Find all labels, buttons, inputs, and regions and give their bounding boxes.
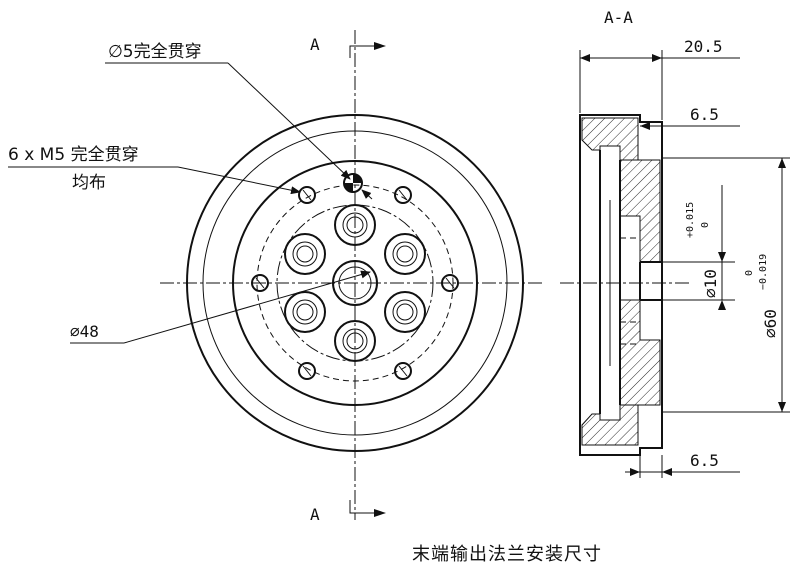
pcd-callout-text: ∅48 [70,322,99,341]
front-view: ∅5完全贯穿 6 x M5 完全贯穿 均布 ∅48 A A [8,30,545,524]
pcd-circle [256,184,454,382]
section-title: A-A [604,8,633,27]
m5-hole [334,320,376,362]
section-view: A-A 20.5 6.5 [560,8,790,478]
pcd-callout: ∅48 [70,270,371,344]
dim-outer: ∅60 0 −0.019 [662,157,790,413]
section-hatch-bottom [581,404,639,446]
section-marker-bottom: A [310,500,386,524]
dim-width-total-text: 20.5 [684,37,723,56]
center-bore-inner [338,266,372,300]
pin-hole-marker [343,173,363,193]
dim-bore: ∅10 +0.015 0 [662,185,735,310]
dim-bottom-step: 6.5 [625,451,740,478]
dim-bore-text: ∅10 [701,269,720,298]
inner-boss-circle [232,160,478,406]
m5-hole [384,233,426,275]
dim-top-step: 6.5 [640,105,740,130]
m5-hole [334,204,376,246]
section-label-top: A [310,35,320,54]
dim-width-total: 20.5 [579,37,740,120]
m5-hole [284,291,326,333]
pin-hole-callout: ∅5完全贯穿 [105,42,373,200]
section-hatch-mid-upper [619,159,661,263]
section-hatch-top [581,117,639,161]
drawing-caption: 末端输出法兰安装尺寸 [412,544,602,565]
section-marker-top: A [310,35,386,58]
dim-bottom-step-text: 6.5 [690,451,719,470]
dim-bore-tol-lower: 0 [700,222,711,228]
dim-outer-tol-lower: −0.019 [758,254,769,290]
pcd-hole-pattern [251,186,459,380]
dim-outer-tol-upper: 0 [744,270,755,276]
dim-top-step-text: 6.5 [690,105,719,124]
dim-outer-text: ∅60 [761,309,780,338]
section-label-bottom: A [310,505,320,524]
m5-pattern-callout: 6 x M5 完全贯穿 均布 [8,145,301,195]
dim-bore-tol-upper: +0.015 [685,202,696,238]
m5-callout-line2: 均布 [72,173,106,193]
pin-hole-callout-text: ∅5完全贯穿 [108,42,202,62]
m5-hole [384,291,426,333]
outer-chamfer-circle [202,130,508,436]
m5-hole [284,233,326,275]
outer-flange-circle [186,114,524,452]
m5-hole-pattern [284,204,426,362]
m5-callout-line1: 6 x M5 完全贯穿 [8,145,139,165]
section-hatch-mid-lower [619,299,661,406]
